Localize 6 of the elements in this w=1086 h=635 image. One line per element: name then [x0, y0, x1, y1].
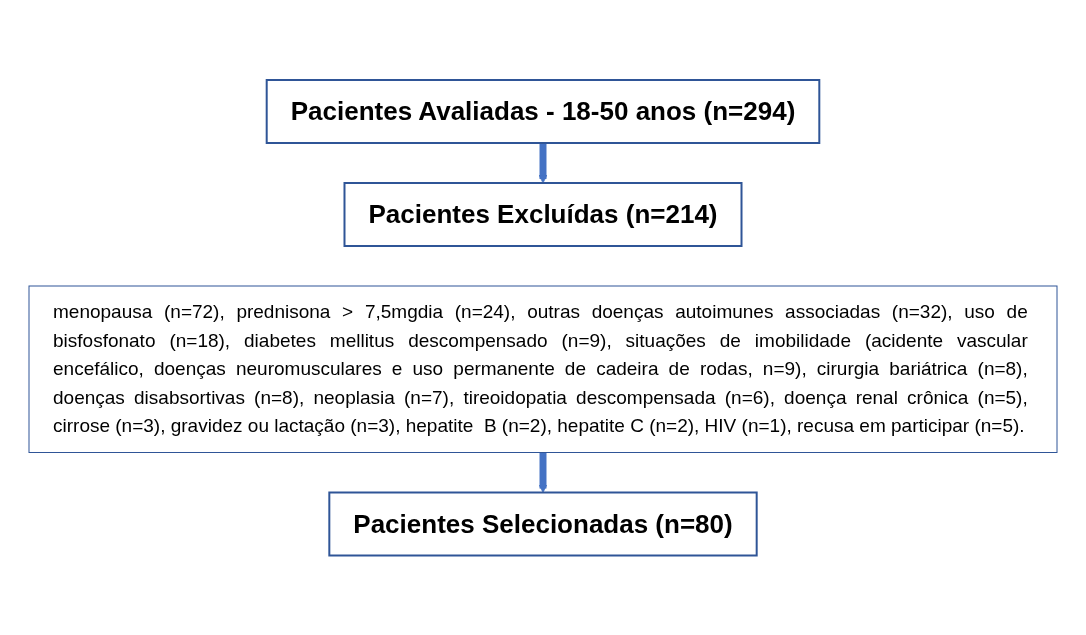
arrow: [538, 452, 548, 493]
arrow: [538, 142, 548, 184]
node-box: Pacientes Selecionadas (n=80): [328, 491, 758, 557]
node-box: Pacientes Avaliadas - 18-50 anos (n=294): [265, 78, 821, 144]
node-box: Pacientes Excluídas (n=214): [343, 181, 743, 247]
node-box: menopausa (n=72), prednisona > 7,5mgdia (n=24), outras doenças autoimunes associadas (n=32), uso de bisfosfonato (n=18), diabetes mellitus descompensado (n=9), situações de imobilidade (acidente vascular encefálico, doenças neuromusculares e uso permanente de cadeira de rodas, n=9), cirurgia bariátrica (n=8), doenças disabsortivas (n=8), neoplasia (n=7), tireoidopatia descompensada (n=6), doença renal crônica (n=5), cirrose (n=3), gravidez ou lactação (n=3), hepatite B (n=2), hepatite C (n=2), HIV (n=1), recusa em participar (n=5).: [28, 285, 1058, 453]
